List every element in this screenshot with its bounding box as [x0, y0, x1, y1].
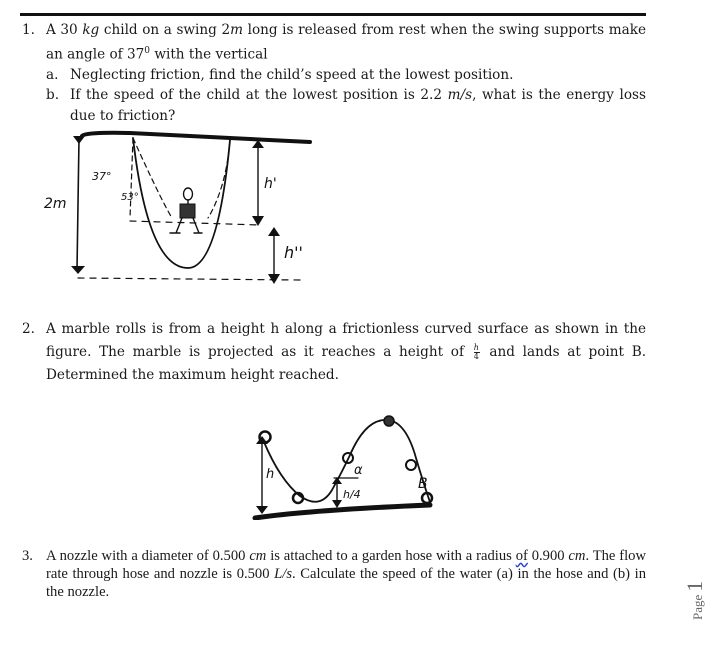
question-number: 3.: [22, 548, 33, 564]
figure-label-length: 2m: [44, 196, 67, 212]
subpart-a: a. Neglecting friction, find the child’s…: [46, 66, 514, 83]
question-2: 2. A marble rolls is from a height h alo…: [22, 318, 646, 387]
figure-label-b: B: [418, 476, 428, 492]
figure-label-angle-37: 37°: [92, 170, 112, 183]
figure-label-angle-53: 53°: [121, 192, 139, 203]
swing-figure: 2m 37° 53° h' h'': [44, 130, 312, 284]
figure-label-alpha: α: [354, 463, 363, 478]
question-text: A nozzle with a diameter of 0.500 cm is …: [46, 548, 647, 600]
subpart-b: b. If the speed of the child at the lowe…: [46, 87, 646, 124]
question-number: 2.: [22, 321, 35, 337]
question-number: 1.: [22, 22, 35, 38]
question-1: 1. A 30 kg child on a swing 2m long is r…: [22, 20, 646, 126]
subparts: a. Neglecting friction, find the child’s…: [46, 65, 646, 127]
figure-label-h2: h'': [284, 243, 303, 262]
marble-track-figure: h α h/4 B: [252, 415, 434, 520]
spellcheck-underline: of: [515, 548, 528, 564]
figure-label-h1: h': [264, 176, 277, 192]
question-3: 3. A nozzle with a diameter of 0.500 cm …: [22, 547, 646, 601]
page-number-label: Page1: [682, 580, 707, 620]
figure-label-h-over-4: h/4: [343, 488, 361, 501]
figure-label-h: h: [266, 467, 274, 482]
question-text: A 30 kg child on a swing 2m long is rele…: [46, 22, 646, 63]
question-text: A marble rolls is from a height h along …: [46, 321, 647, 383]
header-rule: [20, 13, 646, 16]
